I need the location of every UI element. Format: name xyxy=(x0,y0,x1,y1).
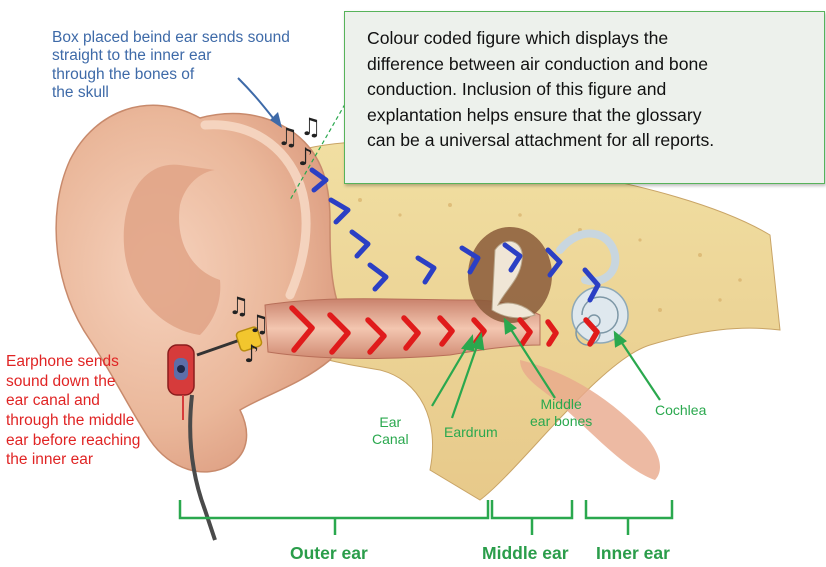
ear-canal-label-line: Ear xyxy=(372,414,409,431)
eardrum-label: Eardrum xyxy=(444,424,498,441)
middle-ear-bones-label-line: ear bones xyxy=(530,413,592,430)
earphone-note-line: ear before reaching xyxy=(6,431,140,451)
callout-line: can be a universal attachment for all re… xyxy=(367,128,814,154)
callout-line: explantation helps ensure that the gloss… xyxy=(367,103,814,129)
bone-note-line: through the bones of xyxy=(52,66,290,84)
ear-canal-label-line: Canal xyxy=(372,431,409,448)
callout-line: difference between air conduction and bo… xyxy=(367,52,814,78)
svg-text:♪: ♪ xyxy=(244,340,259,368)
bone-note-line: the skull xyxy=(52,84,290,102)
callout-line: Colour coded figure which displays the xyxy=(367,26,814,52)
region-brackets xyxy=(180,500,672,535)
bone-conduction-note: Box placed beind ear sends sound straigh… xyxy=(52,29,290,102)
svg-text:♫: ♫ xyxy=(277,123,299,151)
svg-text:♫: ♫ xyxy=(228,292,250,320)
cochlea-label: Cochlea xyxy=(655,402,706,419)
earphone-note-line: ear canal and xyxy=(6,391,140,411)
ear-canal-label: Ear Canal xyxy=(372,414,409,447)
bone-note-line: straight to the inner ear xyxy=(52,47,290,65)
svg-text:♫: ♫ xyxy=(300,113,322,141)
svg-text:♪: ♪ xyxy=(298,143,313,171)
middle-ear-label: Middle ear xyxy=(482,543,569,564)
earphone-note-line: the inner ear xyxy=(6,450,140,470)
explanation-callout: Colour coded figure which displays the d… xyxy=(344,11,825,184)
middle-ear-bones-label: Middle ear bones xyxy=(530,396,592,429)
bone-note-line: Box placed beind ear sends sound xyxy=(52,29,290,47)
callout-line: conduction. Inclusion of this figure and xyxy=(367,77,814,103)
outer-ear-label: Outer ear xyxy=(290,543,368,564)
earphone-note-line: Earphone sends xyxy=(6,352,140,372)
svg-text:♫: ♫ xyxy=(248,310,270,338)
middle-ear-bones-label-line: Middle xyxy=(530,396,592,413)
inner-ear-label: Inner ear xyxy=(596,543,670,564)
earphone-note: Earphone sends sound down the ear canal … xyxy=(6,352,140,470)
earphone-note-line: sound down the xyxy=(6,372,140,392)
earphone-note-line: through the middle xyxy=(6,411,140,431)
earphone-icon xyxy=(168,345,194,395)
